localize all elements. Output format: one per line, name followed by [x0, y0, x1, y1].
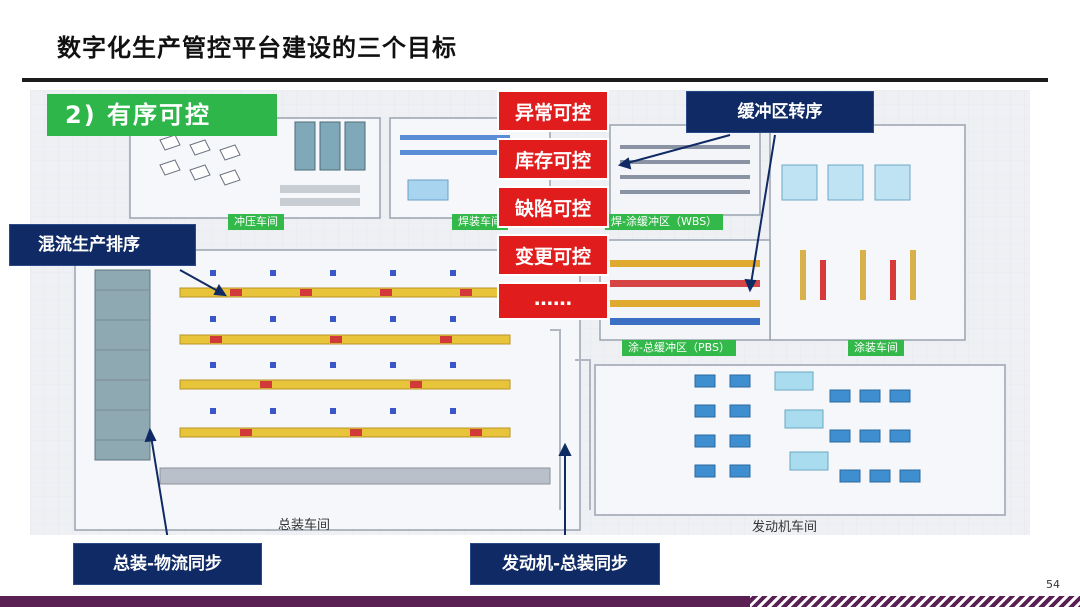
callout-mixed-flow: 混流生产排序	[9, 224, 196, 266]
control-inventory: 库存可控	[497, 138, 609, 180]
control-change: 变更可控	[497, 234, 609, 276]
title-rule	[22, 78, 1048, 82]
slide-title: 数字化生产管控平台建设的三个目标	[57, 34, 457, 62]
callout-buffer-reorder: 缓冲区转序	[686, 91, 874, 133]
callout-engine-assembly: 发动机-总装同步	[470, 543, 660, 585]
stamping-label: 冲压车间	[228, 214, 284, 230]
painting-label: 涂装车间	[848, 340, 904, 356]
page-number: 54	[1046, 578, 1060, 591]
wbs-label: 焊-涂缓冲区（WBS）	[605, 214, 724, 230]
control-more: ……	[497, 282, 609, 320]
welding-label: 焊装车间	[452, 214, 508, 230]
callout-assembly-logistics: 总装-物流同步	[73, 543, 262, 585]
goal-tag: 2) 有序可控	[47, 94, 277, 136]
pbs-label: 涂-总缓冲区（PBS）	[622, 340, 736, 356]
control-defect: 缺陷可控	[497, 186, 609, 228]
wbs-buffer-area	[609, 124, 761, 216]
control-anomaly: 异常可控	[497, 90, 609, 132]
painting-workshop	[769, 124, 966, 341]
footer-bar	[0, 596, 750, 607]
engine-label: 发动机车间	[752, 520, 818, 535]
assembly-label: 总装车间	[278, 518, 331, 533]
